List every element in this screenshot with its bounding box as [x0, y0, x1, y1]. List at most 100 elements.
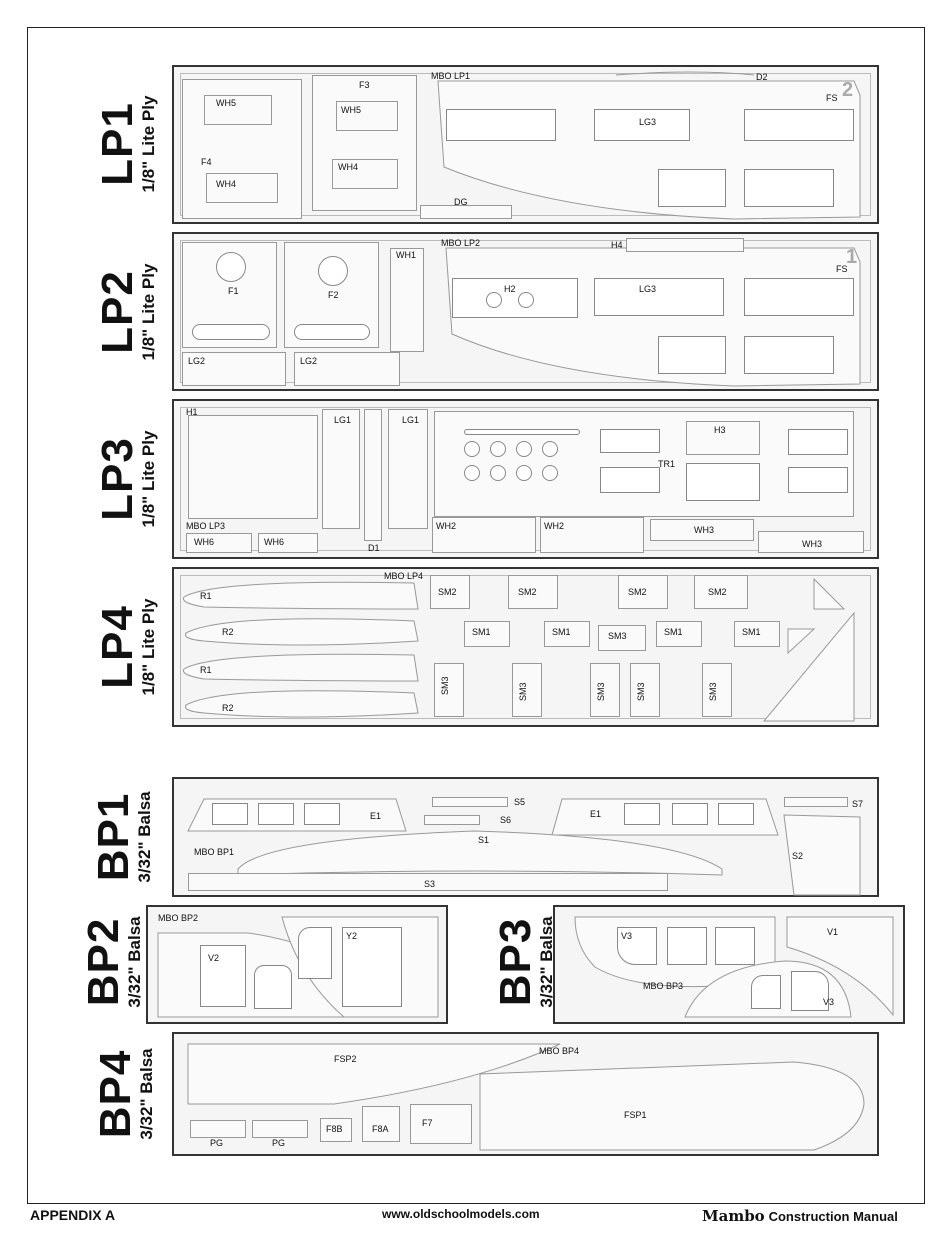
part-cutout [298, 927, 332, 979]
part-cutout [258, 803, 294, 825]
label-fs: FS [826, 93, 838, 103]
label-r2: R2 [222, 627, 234, 637]
label-lg2-b: LG2 [300, 356, 318, 366]
part-sm3-v1 [434, 663, 464, 717]
part-f2-hole [318, 256, 348, 286]
label-pg: PG [210, 1138, 224, 1148]
part-cutout [751, 975, 781, 1009]
sheet-bp1: E1 S5 S6 E1 S7 S1 S2 MBO BP1 S3 [172, 777, 879, 897]
label-h4: H4 [611, 240, 623, 250]
label-sm3-v3: SM3 [596, 682, 606, 701]
part-cutout [600, 467, 660, 493]
part-s3 [188, 873, 668, 891]
label-mbo-bp2: MBO BP2 [158, 913, 199, 923]
label-sm3-v5: SM3 [708, 682, 718, 701]
part-f8a [362, 1106, 400, 1142]
part-cutout [788, 429, 848, 455]
part-wh5-b [336, 101, 398, 131]
part-f1-hole [216, 252, 246, 282]
part-sm3-v5 [702, 663, 732, 717]
label-v1: V1 [827, 927, 839, 937]
part-pg [190, 1120, 246, 1138]
part-cutout [446, 109, 556, 141]
part-h2-hole [486, 292, 502, 308]
part-cutout [304, 803, 340, 825]
label-f8a: F8A [372, 1124, 389, 1134]
part-sm3-v2 [512, 663, 542, 717]
part-h2-hole [518, 292, 534, 308]
part-dg [420, 205, 512, 219]
label-tr1: TR1 [658, 459, 676, 469]
label-f2: F2 [328, 290, 339, 300]
part-h1 [188, 415, 318, 519]
part-cutout [667, 927, 707, 965]
label-wh1: WH1 [396, 250, 416, 260]
label-s1: S1 [478, 835, 490, 845]
part-wh6-b [258, 533, 318, 553]
label-sm1-d: SM1 [742, 627, 761, 637]
part-cutout [200, 945, 246, 1007]
part-wh3-b [758, 531, 864, 553]
label-mbo-lp3: MBO LP3 [186, 521, 226, 531]
part-wh1 [390, 248, 424, 352]
part-hole [490, 441, 506, 457]
part-cutout [624, 803, 660, 825]
label-wh6-b: WH6 [264, 537, 284, 547]
part-s6 [424, 815, 480, 825]
label-s3: S3 [424, 879, 436, 889]
part-wh4-b [332, 159, 398, 189]
label-d2: D2 [756, 72, 768, 82]
label-wh5-b: WH5 [341, 105, 361, 115]
label-lg3: LG3 [639, 117, 657, 127]
label-lg1: LG1 [334, 415, 352, 425]
label-lg2: LG2 [188, 356, 206, 366]
label-lg1-b: LG1 [402, 415, 420, 425]
sheet-title-lp1: LP1 1/8" Lite Ply [93, 95, 158, 193]
part-wh4 [206, 173, 278, 203]
label-mbo-bp3: MBO BP3 [643, 981, 684, 991]
sheet-title-lp2: LP2 1/8" Lite Ply [93, 263, 158, 361]
part-lg3-cutout [594, 109, 690, 141]
sheet-bp4: FSP2 MBO BP4 FSP1 PG PG F8B F8A F7 [172, 1032, 879, 1156]
part-v1-v3 [574, 916, 894, 1018]
part-ribs [182, 577, 855, 722]
label-fsp1: FSP1 [624, 1110, 647, 1120]
label-fs-number: 1 [846, 246, 858, 268]
part-e1 [187, 798, 861, 896]
part-fsp [187, 1043, 865, 1151]
part-cutout [718, 803, 754, 825]
part-lg1-b [388, 409, 428, 529]
part-hole [490, 465, 506, 481]
label-wh4-b: WH4 [338, 162, 358, 172]
part-hole [464, 465, 480, 481]
label-fs: FS [836, 264, 848, 274]
label-sm1: SM1 [472, 627, 491, 637]
page-frame [27, 27, 925, 1204]
label-f4: F4 [201, 157, 212, 167]
label-v2: V2 [208, 953, 220, 963]
sheet-lp4: MBO LP4 R1 R2 R1 R2 SM2 SM2 SM2 SM2 SM1 … [172, 567, 879, 727]
label-sm3-v4: SM3 [636, 682, 646, 701]
label-d1: D1 [368, 543, 380, 553]
part-tr1 [434, 411, 854, 517]
part-cutout [212, 803, 248, 825]
part-cutout [617, 927, 657, 965]
part-sm2-b [508, 575, 558, 609]
part-hole [516, 465, 532, 481]
label-sm3-v1: SM3 [440, 676, 450, 695]
sheet-title-bp2: BP2 3/32" Balsa [79, 916, 144, 1008]
part-sm3 [598, 625, 646, 651]
part-h2-cutout [452, 278, 578, 318]
label-r2-b: R2 [222, 703, 234, 713]
part-h3 [686, 421, 760, 455]
part-f7 [410, 1104, 472, 1144]
label-dg: DG [454, 197, 468, 207]
sheet-bp3: V3 V1 MBO BP3 V3 [553, 905, 905, 1024]
part-f8b [320, 1118, 352, 1142]
label-e1: E1 [370, 811, 382, 821]
footer-appendix: APPENDIX A [30, 1207, 116, 1223]
part-cutout [788, 467, 848, 493]
sheet-title-lp3: LP3 1/8" Lite Ply [93, 430, 158, 528]
label-r1: R1 [200, 591, 212, 601]
label-wh2-b: WH2 [544, 521, 564, 531]
